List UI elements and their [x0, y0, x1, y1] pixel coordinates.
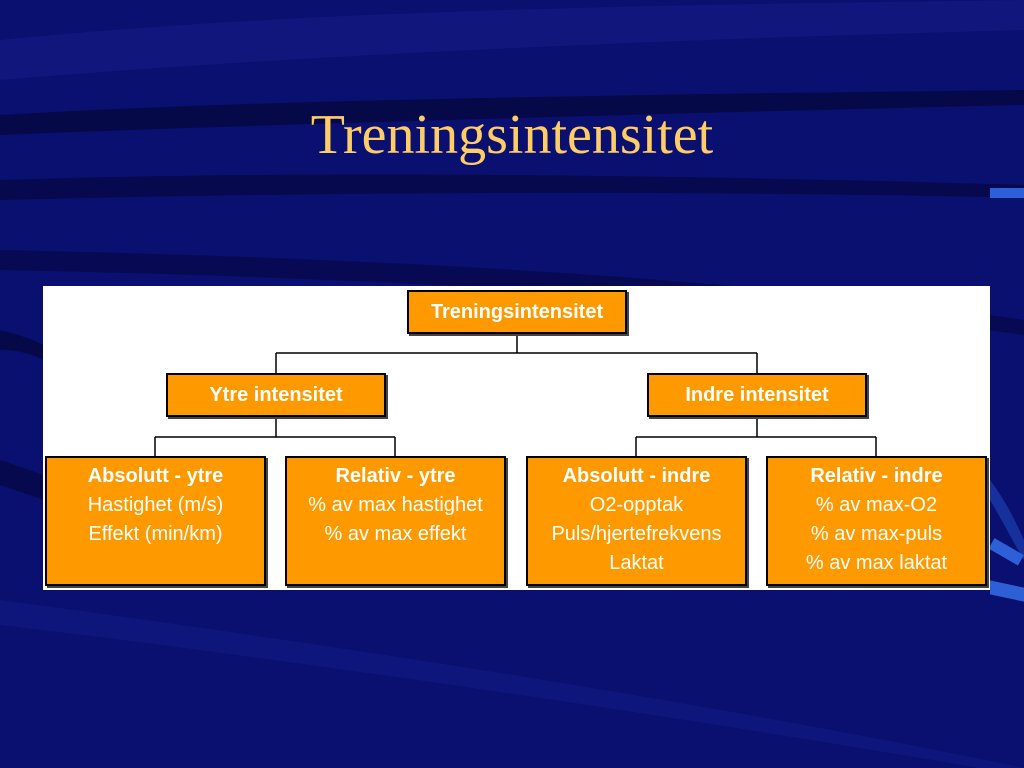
node-indre-intensitet: Indre intensitet — [647, 373, 867, 417]
node-label: Indre intensitet — [685, 384, 829, 406]
node-heading: Absolutt - indre — [562, 465, 711, 487]
node-line: % av max effekt — [324, 523, 467, 545]
root-node: Treningsintensitet — [407, 290, 627, 334]
node-relativ-ytre: Relativ - ytre % av max hastighet % av m… — [285, 456, 506, 586]
node-line: % av max-puls — [810, 523, 943, 545]
node-line: O2-opptak — [589, 494, 684, 516]
node-line: Laktat — [609, 552, 664, 574]
node-absolutt-indre: Absolutt - indre O2-opptak Puls/hjertefr… — [526, 456, 747, 586]
node-line: % av max laktat — [805, 552, 948, 574]
root-node-label: Treningsintensitet — [430, 301, 604, 323]
node-line: % av max-O2 — [815, 494, 938, 516]
node-relativ-indre: Relativ - indre % av max-O2 % av max-pul… — [766, 456, 987, 586]
node-absolutt-ytre: Absolutt - ytre Hastighet (m/s) Effekt (… — [45, 456, 266, 586]
node-label: Ytre intensitet — [209, 384, 343, 406]
node-line: Effekt (min/km) — [88, 523, 223, 545]
node-heading: Relativ - ytre — [335, 465, 456, 487]
node-heading: Absolutt - ytre — [87, 465, 224, 487]
node-ytre-intensitet: Ytre intensitet — [166, 373, 386, 417]
node-heading: Relativ - indre — [810, 465, 943, 487]
connector-lines — [154, 334, 877, 456]
node-line: Puls/hjertefrekvens — [551, 523, 722, 545]
node-line: Hastighet (m/s) — [87, 494, 224, 516]
node-line: % av max hastighet — [308, 494, 483, 516]
diagram-panel: Treningsintensitet Ytre intensitet Indre… — [43, 286, 990, 590]
slide-title: Treningsintensitet — [310, 104, 714, 166]
